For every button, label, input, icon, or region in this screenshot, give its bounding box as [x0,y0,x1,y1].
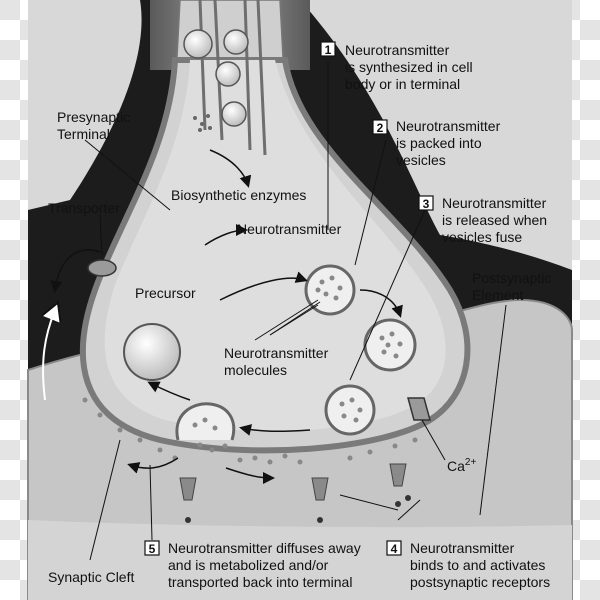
step-5-text-line2: and is metabolized and/or [168,557,329,573]
synaptic-cleft-label: Synaptic Cleft [48,569,134,585]
step-4-text-line3: postsynaptic receptors [410,574,550,590]
neurotransmitter-molecules-2 [379,331,403,359]
docking-vesicle [324,384,376,436]
leader-lines [84,62,507,561]
step-2-number: 2 [377,121,384,135]
step-3-text-line1: Neurotransmitter [442,195,547,211]
step-4-badge [386,540,402,556]
process-arrows [43,149,403,484]
step-1-text-line2: is synthesized in cell [345,59,473,75]
step-3-text-line2: is released when [442,212,547,228]
label-panel-right [300,0,572,270]
step-4-number: 4 [391,542,398,556]
step-4-text-line1: Neurotransmitter [410,540,515,556]
step-2-text-line2: is packed into [396,135,482,151]
step-4-text-line2: binds to and activates [410,557,545,573]
biosynthetic-enzymes-label: Biosynthetic enzymes [171,187,306,203]
step-5-text-line1: Neurotransmitter diffuses away [168,540,361,556]
step-3-number: 3 [423,197,430,211]
released-molecules [82,397,418,465]
transporter-label: Transporter [48,200,120,216]
step-1-text-line1: Neurotransmitter [345,42,450,58]
step-5-badge [144,540,160,556]
transporter-protein [87,259,117,277]
step-1-number: 1 [325,43,332,57]
step-5-number: 5 [149,542,156,556]
postsynaptic-receptors [179,463,407,501]
step-1-badge [320,41,336,57]
step-1-text-line3: body or in terminal [345,76,460,92]
enzyme-molecules [193,114,212,132]
step-3-text-line3: vesicles fuse [442,229,522,245]
nt-molecules-label-line2: molecules [224,362,287,378]
dense-core-vesicle [123,323,181,381]
precursor-label: Precursor [135,285,196,301]
step-5-text-line3: transported back into terminal [168,574,352,590]
axon-vesicle [221,101,247,127]
axon-vesicle [183,29,213,59]
axon-vesicle [223,29,249,55]
bottom-label-panel [28,520,572,600]
axon-vesicle [215,61,241,87]
presynaptic-label-line1: Presynaptic [57,109,130,125]
neurotransmitter-molecules-1 [315,275,343,301]
label-panel-left [28,0,142,210]
calcium-label: Ca2+ [447,457,476,474]
step-2-text-line1: Neurotransmitter [396,118,501,134]
step-3-badge [418,195,434,211]
nt-molecules-label-line1: Neurotransmitter [224,345,329,361]
presynaptic-inner [104,60,446,432]
neurotransmitter-molecules-3 [339,397,363,423]
filling-vesicle [304,264,356,316]
receptor-signal-dots [185,495,411,523]
postsynaptic-label-line2: Element [472,287,523,303]
presynaptic-label-line2: Terminal [57,126,110,142]
postsynaptic-label-line1: Postsynaptic [472,270,551,286]
calcium-channel [407,397,431,421]
neurotransmitter-label: Neurotransmitter [237,221,342,237]
step-2-badge [372,119,388,135]
step-2-text-line3: vesicles [396,152,446,168]
